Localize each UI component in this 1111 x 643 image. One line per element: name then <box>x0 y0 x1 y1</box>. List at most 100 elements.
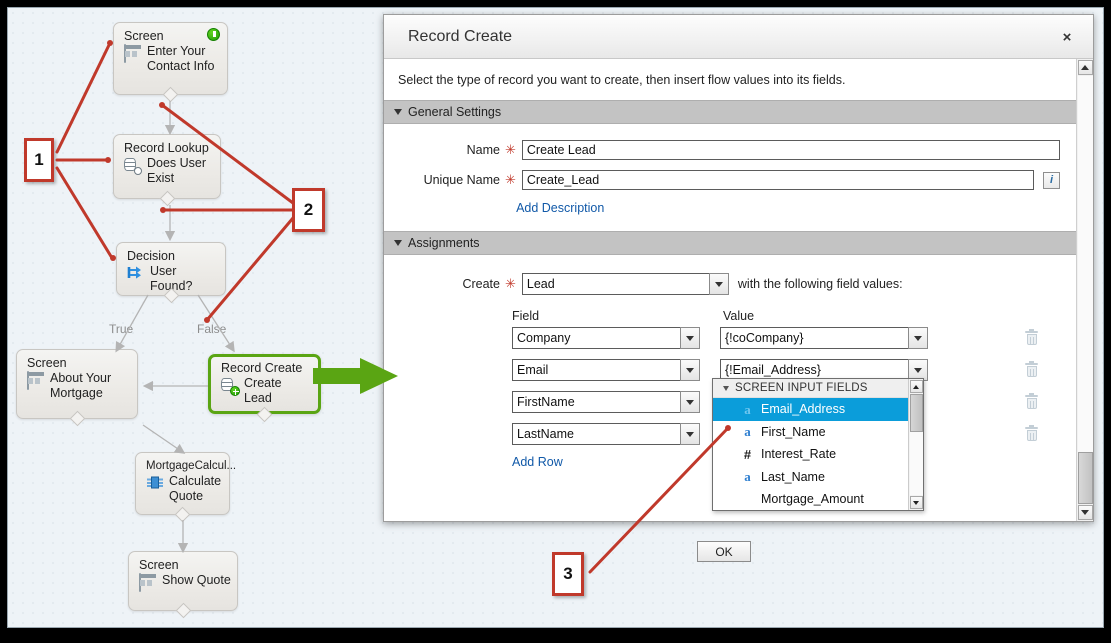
dropdown-item-label: Mortgage_Amount <box>761 492 864 507</box>
field-row-create-object: Create ✳ with the following field values… <box>400 273 1060 295</box>
callout-number: 3 <box>563 564 573 583</box>
name-input[interactable] <box>521 140 1060 160</box>
required-asterisk-icon: ✳ <box>505 172 516 187</box>
connector-handle[interactable] <box>159 190 175 207</box>
collapse-triangle-icon[interactable] <box>394 109 402 115</box>
connector-handle[interactable] <box>69 410 85 427</box>
flow-node-type: Screen <box>27 356 67 370</box>
scroll-up-arrow-icon[interactable] <box>1077 60 1093 75</box>
callout-badge-3: 3 <box>552 552 584 596</box>
assignment-field-dropdown-button[interactable] <box>680 423 700 445</box>
column-header-field: Field <box>512 309 540 323</box>
branch-label-true: True <box>109 322 134 336</box>
callout-number: 2 <box>303 200 314 219</box>
collapse-triangle-icon[interactable] <box>723 385 729 391</box>
delete-row-icon[interactable] <box>1025 328 1038 346</box>
assignment-field-dropdown-button[interactable] <box>680 359 700 381</box>
dropdown-item-mortgage-amount[interactable]: Mortgage_Amount <box>713 488 908 510</box>
dropdown-item-first-name[interactable]: a First_Name <box>713 421 908 444</box>
screen-icon <box>139 573 156 592</box>
value-dropdown-popup[interactable]: SCREEN INPUT FIELDS a Email_Address a Fi… <box>712 378 924 511</box>
ok-button[interactable]: OK <box>697 541 751 562</box>
scroll-down-arrow-icon[interactable] <box>909 496 923 509</box>
flow-node-type: Decision <box>127 249 175 263</box>
record-lookup-icon <box>124 157 142 175</box>
assignment-row <box>400 359 1060 381</box>
info-icon[interactable]: i <box>1043 171 1060 189</box>
connector-handle[interactable] <box>175 602 191 619</box>
dropdown-list: SCREEN INPUT FIELDS a Email_Address a Fi… <box>713 379 908 510</box>
required-asterisk-icon: ✳ <box>505 142 516 157</box>
flow-node-label: Show Quote <box>162 573 231 587</box>
assignment-value-input[interactable] <box>720 327 909 349</box>
unique-name-input[interactable] <box>521 170 1034 190</box>
branch-label-false: False <box>197 322 227 336</box>
scrollbar-thumb[interactable] <box>909 394 923 432</box>
flow-node-type: Screen <box>139 558 179 572</box>
section-title: Assignments <box>408 236 480 250</box>
connector-handle[interactable] <box>162 86 179 103</box>
dialog-intro-text: Select the type of record you want to cr… <box>398 73 846 87</box>
create-object-input[interactable] <box>521 273 710 295</box>
section-header-general-settings[interactable]: General Settings <box>384 100 1076 124</box>
scrollbar-thumb[interactable] <box>1077 452 1093 504</box>
dropdown-item-email-address[interactable]: a Email_Address <box>713 398 908 421</box>
add-row-link[interactable]: Add Row <box>512 455 563 469</box>
dropdown-item-interest-rate[interactable]: # Interest_Rate <box>713 443 908 466</box>
field-row-unique-name: Unique Name ✳ i <box>400 170 1060 190</box>
flow-node-screen-contact-info[interactable]: Screen Enter Your Contact Info <box>113 22 228 103</box>
flow-node-type: Screen <box>124 29 164 43</box>
flow-node-type: Record Lookup <box>124 141 209 155</box>
flow-node-label: Create Lead <box>244 376 282 405</box>
scrollbar-track[interactable] <box>1077 76 1093 504</box>
flow-node-type: MortgageCalcul... <box>146 460 237 472</box>
assignment-field-input[interactable] <box>512 423 681 445</box>
flow-node-screen-show-quote[interactable]: Screen Show Quote <box>128 551 238 619</box>
assignment-field-input[interactable] <box>512 327 681 349</box>
add-description-link[interactable]: Add Description <box>516 200 605 215</box>
flow-node-label: About Your Mortgage <box>50 371 112 400</box>
assignment-field-dropdown-button[interactable] <box>680 327 700 349</box>
dropdown-item-label: Email_Address <box>761 402 846 417</box>
assignment-value-input[interactable] <box>720 359 909 381</box>
create-object-dropdown-button[interactable] <box>708 273 729 295</box>
dialog-scrollbar[interactable] <box>1076 59 1093 521</box>
callout-badge-2: 2 <box>292 188 325 232</box>
dropdown-scrollbar[interactable] <box>908 379 923 510</box>
dropdown-item-label: First_Name <box>761 424 826 439</box>
dropdown-item-last-name[interactable]: a Last_Name <box>713 466 908 489</box>
delete-row-icon[interactable] <box>1025 360 1038 378</box>
flow-node-record-create[interactable]: Record Create Create Lead <box>208 354 321 423</box>
column-header-value: Value <box>723 309 755 323</box>
flow-node-label: Calculate Quote <box>169 474 222 503</box>
delete-row-icon[interactable] <box>1025 424 1038 442</box>
scroll-down-arrow-icon[interactable] <box>1077 505 1093 520</box>
connector-handle[interactable] <box>174 506 191 523</box>
scroll-up-arrow-icon[interactable] <box>909 380 923 393</box>
assignment-value-dropdown-button[interactable] <box>908 327 928 349</box>
field-row-name: Name ✳ <box>400 140 1060 160</box>
callout-badge-1: 1 <box>24 138 54 182</box>
record-create-icon <box>221 377 240 396</box>
delete-row-icon[interactable] <box>1025 392 1038 410</box>
assignment-field-input[interactable] <box>512 359 681 381</box>
flow-node-screen-about-mortgage[interactable]: Screen About Your Mortgage <box>16 349 138 427</box>
dropdown-group-header[interactable]: SCREEN INPUT FIELDS <box>713 379 908 398</box>
close-icon[interactable]: × <box>1062 28 1072 46</box>
text-type-icon: a <box>744 424 751 440</box>
flow-node-decision[interactable]: Decision User Found? <box>116 242 226 304</box>
decision-icon <box>127 265 144 282</box>
dialog-titlebar: Record Create × <box>384 15 1093 59</box>
assignment-field-dropdown-button[interactable] <box>680 391 700 413</box>
collapse-triangle-icon[interactable] <box>394 240 402 246</box>
section-title: General Settings <box>408 105 502 119</box>
section-header-assignments[interactable]: Assignments <box>384 231 1076 255</box>
flow-node-apex-mortgage-calculator[interactable]: MortgageCalcul... Calculate Quote <box>135 452 237 523</box>
flow-node-label: Enter Your Contact Info <box>147 44 215 73</box>
create-suffix-text: with the following field values: <box>737 277 903 291</box>
assignment-field-input[interactable] <box>512 391 681 413</box>
text-type-icon: a <box>744 401 751 417</box>
dialog-content: Select the type of record you want to cr… <box>384 59 1076 562</box>
scrollbar-track[interactable] <box>909 394 923 495</box>
flow-node-record-lookup[interactable]: Record Lookup Does User Exist <box>113 134 221 207</box>
